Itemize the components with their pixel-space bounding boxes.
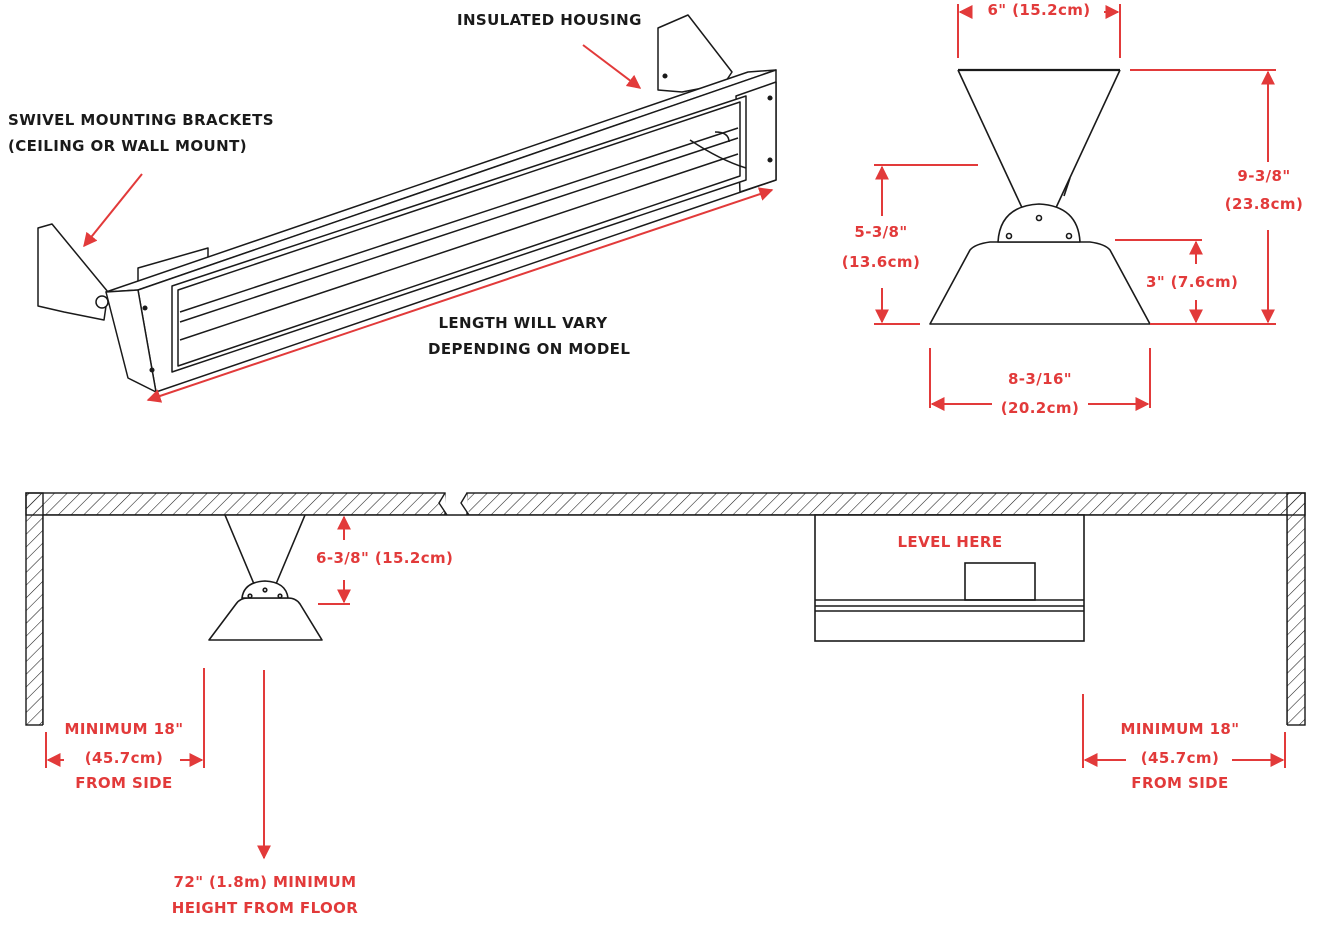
dim-body-width-cm: (20.2cm) — [1000, 399, 1080, 417]
left-wall — [25, 492, 44, 726]
label-length-line1: LENGTH WILL VARY — [438, 314, 608, 332]
heater-perspective — [37, 14, 777, 393]
installed-heater-profile — [208, 514, 323, 641]
ceiling-left — [25, 492, 446, 516]
label-length-line2: DEPENDING ON MODEL — [428, 340, 631, 358]
label-insulated-housing: INSULATED HOUSING — [457, 11, 642, 29]
dim-drop: 6-3/8" (15.2cm) — [316, 549, 454, 567]
dim-side-left-b: (45.7cm) — [84, 749, 164, 767]
dim-total-height-cm: (23.8cm) — [1224, 195, 1304, 213]
profile-dome — [997, 203, 1081, 243]
dim-side-right-b: (45.7cm) — [1140, 749, 1220, 767]
installed-heater-front — [814, 514, 1085, 642]
right-wall — [1286, 492, 1306, 726]
dim-side-left-c: FROM SIDE — [75, 774, 173, 792]
left-bracket — [37, 223, 109, 321]
dim-side-right-a: MINIMUM 18" — [1120, 720, 1240, 738]
right-bracket — [657, 14, 733, 93]
label-swivel-line2: (CEILING OR WALL MOUNT) — [8, 137, 247, 155]
length-arrow — [146, 187, 774, 403]
profile-body — [929, 241, 1151, 325]
dim-side-left-a: MINIMUM 18" — [64, 720, 184, 738]
label-level-here: LEVEL HERE — [897, 533, 1003, 551]
dim-body-height: 3" (7.6cm) — [1146, 273, 1239, 291]
label-swivel-line1: SWIVEL MOUNTING BRACKETS — [8, 111, 274, 129]
dim-top-width: 6" (15.2cm) — [987, 1, 1091, 19]
room-walls — [25, 492, 1306, 730]
room-dimensions — [45, 515, 1286, 860]
dim-total-height-in: 9-3/8" — [1237, 167, 1291, 185]
heater-side-profile — [929, 68, 1151, 325]
swivel-bracket-arrow — [83, 173, 143, 248]
dim-bracket-height-in: 5-3/8" — [854, 223, 908, 241]
dim-side-right-c: FROM SIDE — [1131, 774, 1229, 792]
profile-dimensions — [874, 4, 1276, 411]
dim-floor-a: 72" (1.8m) MINIMUM — [173, 873, 357, 891]
insulated-housing-arrow — [582, 44, 642, 89]
perspective-arrows — [83, 44, 774, 403]
dim-bracket-height-cm: (13.6cm) — [841, 253, 921, 271]
dim-body-width-in: 8-3/16" — [1007, 370, 1073, 388]
ceiling-right — [466, 492, 1306, 516]
dim-floor-b: HEIGHT FROM FLOOR — [171, 899, 359, 917]
